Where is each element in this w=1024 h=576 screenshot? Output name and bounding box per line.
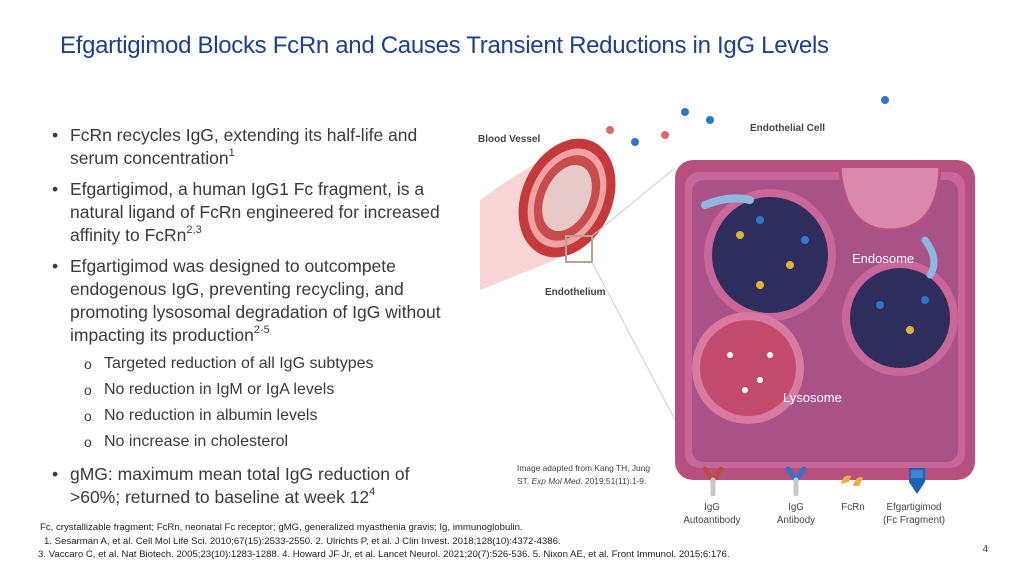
bullet-1: FcRn recycles IgG, extending its half-li… [48,124,458,170]
legend-fcrn-icon [841,475,863,486]
slide-title: Efgartigimod Blocks FcRn and Causes Tran… [60,32,829,59]
legend-fcrn-label: FcRn [841,502,865,513]
fcrn-mechanism-diagram [480,96,975,480]
bullet-4: gMG: maximum mean total IgG reduction of… [48,463,458,509]
footnote-abbreviations: Fc, crystallizable fragment; FcRn, neona… [40,522,523,533]
bullet-list: FcRn recycles IgG, extending its half-li… [48,124,458,517]
footnote-references-1: 1. Sesarman A, et al. Cell Mol Life Sci.… [44,536,561,547]
image-caption: Image adapted from Kang TH, Jung ST. Exp… [517,463,650,486]
legend-efgartigimod-label: Efgartigimod(Fc Fragment) [882,502,946,526]
legend-igg-autoantibody-icon [702,466,724,496]
label-blood-vessel: Blood Vessel [478,134,541,145]
page-number: 4 [982,544,988,555]
legend-efgartigimod-icon [909,468,925,494]
bullet-2: Efgartigimod, a human IgG1 Fc fragment, … [48,178,458,247]
label-lysosome: Lysosome [783,390,842,405]
label-endosome: Endosome [852,251,915,266]
label-endothelial-cell: Endothelial Cell [750,123,826,134]
molecule-decoration [606,96,929,393]
legend-igg-antibody-icon [785,466,807,496]
bullet-3: Efgartigimod was designed to outcompete … [48,255,458,455]
blood-vessel-illustration [480,138,616,290]
endothelial-cell-illustration [675,160,975,480]
label-endothelium: Endothelium [545,287,606,298]
footnote-references-2: 3. Vaccaro C, et al. Nat Biotech. 2005;2… [38,549,730,560]
